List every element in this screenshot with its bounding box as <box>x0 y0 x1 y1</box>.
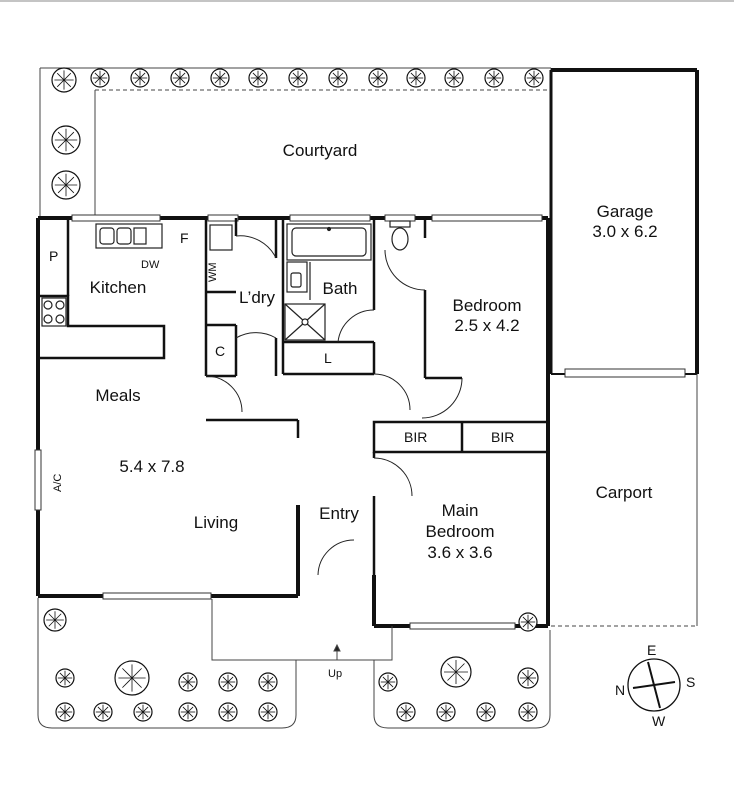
tree-branch <box>122 668 142 688</box>
bir-1-label: BIR <box>404 429 428 445</box>
courtyard-label: Courtyard <box>282 141 358 160</box>
tree-branch <box>488 72 500 84</box>
bir-2-label: BIR <box>491 429 515 445</box>
tree-branch <box>56 72 72 88</box>
compass-south: S <box>686 674 696 690</box>
vanity-shower <box>284 261 326 341</box>
pantry-label: P <box>49 248 59 264</box>
compass-icon <box>627 658 681 712</box>
internal-walls <box>40 218 550 575</box>
living-label: Living <box>193 513 239 532</box>
meals-label: Meals <box>95 386 141 405</box>
laundry-label: L’dry <box>239 288 275 307</box>
main-bedroom-label-line1: Main <box>441 501 479 520</box>
bath-label: Bath <box>322 279 358 298</box>
tree-branch <box>262 706 274 718</box>
tree-branch <box>174 72 186 84</box>
tree-branch <box>182 676 194 688</box>
tree-branch <box>262 676 274 688</box>
bathtub <box>286 223 372 261</box>
tree-branch <box>292 72 304 84</box>
tree-branch <box>94 72 106 84</box>
kitchen-sink <box>95 223 163 249</box>
washing-machine-label: WM <box>207 262 219 282</box>
tree-branch <box>134 72 146 84</box>
bedroom-label: Bedroom <box>452 296 522 315</box>
tree-branch <box>222 676 234 688</box>
tree-branch <box>480 706 492 718</box>
tree-branch <box>57 176 75 194</box>
tree-branch <box>97 706 109 718</box>
bedroom-size: 2.5 x 4.2 <box>454 316 520 335</box>
compass-east: E <box>647 642 657 658</box>
garage-label: Garage <box>596 202 654 221</box>
laundry-tub <box>209 224 233 251</box>
tree-branch <box>522 672 534 684</box>
fridge-label: F <box>180 230 189 246</box>
tree-branch <box>528 72 540 84</box>
tree-branch <box>59 672 71 684</box>
air-con-label: A/C <box>52 473 64 492</box>
tree-branch <box>372 72 384 84</box>
garage-size: 3.0 x 6.2 <box>592 222 658 241</box>
tree-branch <box>48 613 62 627</box>
tree-branch <box>57 131 75 149</box>
cooktop <box>41 297 67 327</box>
tree-branch <box>448 72 460 84</box>
tree-branch <box>222 706 234 718</box>
tree-branch <box>137 706 149 718</box>
carport-outline <box>551 374 698 627</box>
toilet <box>389 220 411 251</box>
kitchen-label: Kitchen <box>89 278 147 297</box>
tree-branch <box>59 706 71 718</box>
entry-label: Entry <box>319 504 359 523</box>
windows <box>34 214 543 630</box>
tree-branch <box>182 706 194 718</box>
linen-label: L <box>324 350 332 366</box>
tree-branch <box>447 663 465 681</box>
tree-branch <box>400 706 412 718</box>
tree-branch <box>332 72 344 84</box>
garden-beds <box>37 598 551 729</box>
compass-north: N <box>615 682 626 698</box>
dishwasher-label: DW <box>141 259 160 271</box>
garage-walls <box>549 68 699 378</box>
tree-branch <box>440 706 452 718</box>
tree-branch <box>252 72 264 84</box>
tree-branch <box>410 72 422 84</box>
tree-branch <box>522 706 534 718</box>
tree-branch <box>382 676 394 688</box>
main-bedroom-label-line2: Bedroom <box>425 522 495 541</box>
tree-branch <box>522 616 534 628</box>
door-swings <box>205 235 463 576</box>
cupboard-label: C <box>215 343 226 359</box>
porch <box>211 599 393 661</box>
living-size: 5.4 x 7.8 <box>119 457 185 476</box>
trees <box>43 67 544 722</box>
up-label: Up <box>328 668 343 680</box>
tree-branch <box>214 72 226 84</box>
carport-label: Carport <box>595 483 653 502</box>
compass-west: W <box>652 713 666 729</box>
main-bedroom-size: 3.6 x 3.6 <box>427 543 493 562</box>
